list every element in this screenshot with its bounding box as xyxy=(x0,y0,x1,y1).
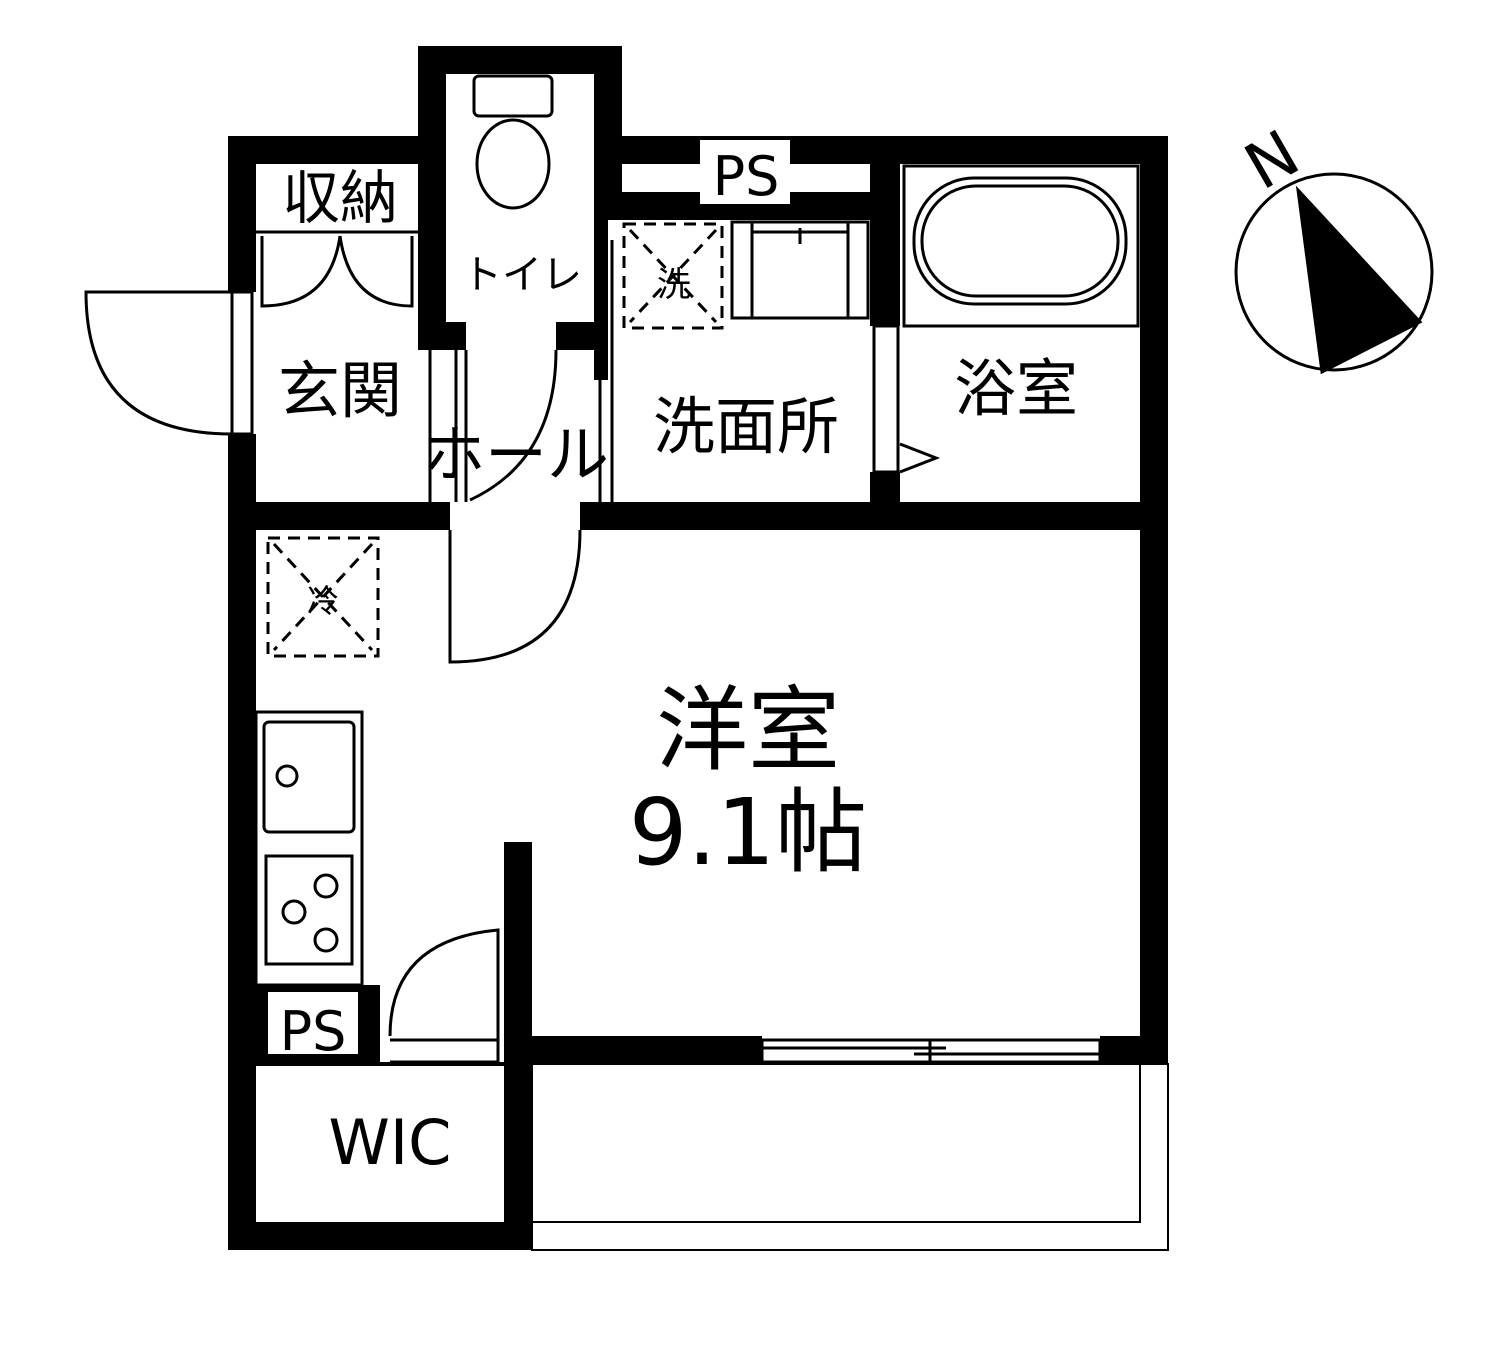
wash-basin xyxy=(730,220,870,320)
compass-arrow xyxy=(1295,185,1423,375)
faucet xyxy=(275,764,299,788)
washroom-label: 洗面所 xyxy=(653,390,839,463)
storage-door-right xyxy=(338,235,414,308)
balcony xyxy=(531,1063,1169,1251)
bathtub xyxy=(912,176,1128,306)
stove xyxy=(264,854,354,966)
entrance-label: 玄関 xyxy=(278,354,402,427)
storage-label: 収納 xyxy=(282,164,398,232)
room-door xyxy=(448,529,582,664)
wic-label: WIC xyxy=(329,1106,452,1179)
toilet-tank xyxy=(472,74,554,118)
washer-label: 洗 xyxy=(657,265,691,305)
entrance-door xyxy=(84,290,233,436)
bathroom-label: 浴室 xyxy=(954,352,1078,425)
hall-door xyxy=(464,349,558,502)
western-room-label: 洋室 xyxy=(656,677,840,784)
ps-bottom-label: PS xyxy=(280,1000,347,1063)
fridge-label: 冷 xyxy=(307,582,339,620)
bath-door-marker xyxy=(899,442,941,474)
compass-circle xyxy=(1234,172,1434,372)
storage-door-left xyxy=(260,235,342,308)
ps-top-label: PS xyxy=(713,145,780,208)
washer-pan xyxy=(622,222,724,330)
fridge-space xyxy=(266,536,380,658)
sink xyxy=(262,720,356,834)
toilet-bowl xyxy=(475,118,551,210)
toilet-label: トイレ xyxy=(462,252,582,298)
bathtub-frame xyxy=(902,164,1140,328)
wic-door xyxy=(388,928,500,1064)
kitchen-counter xyxy=(254,710,364,987)
western-room-size: 9.1帖 xyxy=(629,779,867,886)
hall-label: ホール xyxy=(423,418,609,491)
fixtures xyxy=(84,74,1434,1251)
